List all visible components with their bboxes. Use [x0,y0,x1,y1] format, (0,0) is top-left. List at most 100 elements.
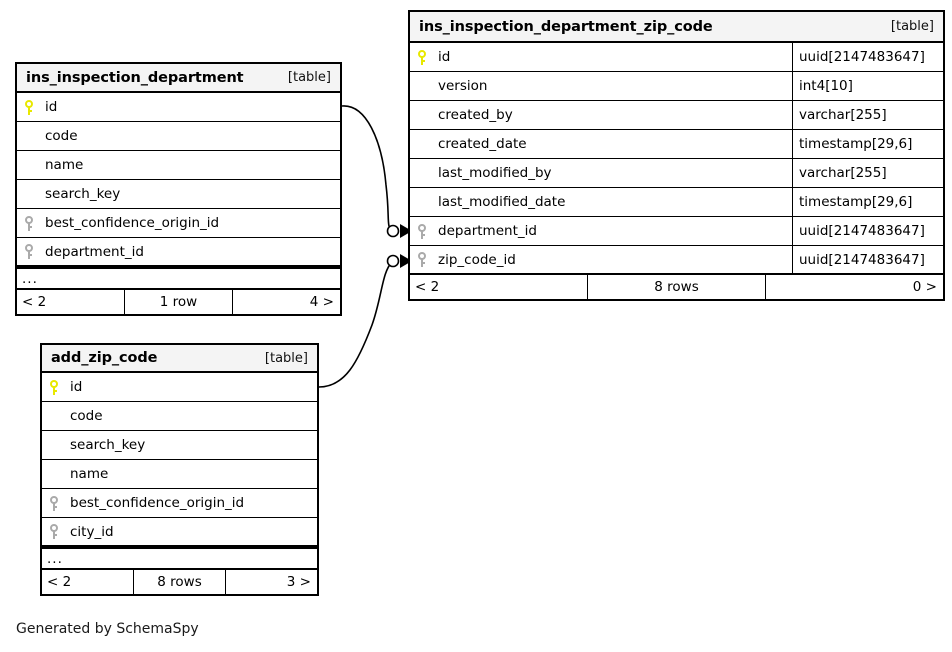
column-name: best_confidence_origin_id [45,215,220,231]
column-name: id [70,379,83,395]
column-name: name [70,466,109,482]
table-name: add_zip_code [51,350,158,366]
relationship-optional-marker [386,224,400,238]
primary-key-icon [25,99,34,115]
column-row[interactable]: department_id [17,238,340,267]
foreign-key-icon [418,252,427,267]
table-type-tag: [table] [287,70,331,85]
table-header: ins_inspection_department_zip_code[table… [410,12,943,43]
column-name-cell: best_confidence_origin_id [42,489,317,517]
column-name: department_id [438,223,537,239]
column-row[interactable]: search_key [42,431,317,460]
column-row[interactable]: search_key [17,180,340,209]
column-row[interactable]: id [42,373,317,402]
row-count-text: 8 rows [654,279,699,295]
generated-by-label: Generated by SchemaSpy [16,621,199,637]
column-name: version [438,78,488,94]
primary-key-icon [50,379,59,395]
column-name-cell: last_modified_by [410,159,792,187]
column-row[interactable]: best_confidence_origin_id [17,209,340,238]
column-row[interactable]: name [17,151,340,180]
table-name: ins_inspection_department [26,69,244,86]
column-name-cell: code [42,402,317,430]
prev-page-button[interactable]: < 2 [17,290,124,314]
column-row[interactable]: city_id [42,518,317,547]
prev-page-label: < 2 [22,294,47,310]
next-page-label: 3 > [286,574,311,590]
key-slot [25,215,45,231]
column-name: name [45,157,84,173]
next-page-label: 0 > [912,279,937,295]
row-count-text: 8 rows [157,574,202,590]
foreign-key-icon [25,215,34,231]
column-name: code [70,408,103,424]
column-type: int4[10] [799,78,853,94]
table-name: ins_inspection_department_zip_code [419,18,713,35]
next-page-button[interactable]: 3 > [226,570,317,594]
column-type-cell: varchar[255] [792,159,943,187]
foreign-key-icon [418,223,427,239]
relationship-optional-marker [386,254,400,268]
key-slot [418,252,438,267]
column-name: id [438,49,451,65]
key-slot [50,495,70,511]
key-slot [50,524,70,539]
ellipsis-label: ... [22,270,38,287]
key-slot [418,223,438,239]
column-row[interactable]: version int4[10] [410,72,943,101]
column-type: uuid[2147483647] [799,223,925,239]
column-type: timestamp[29,6] [799,194,913,210]
column-type-cell: int4[10] [792,72,943,100]
column-row[interactable]: code [17,122,340,151]
column-name-cell: search_key [42,431,317,459]
ellipsis-label: ... [47,550,63,567]
prev-page-label: < 2 [47,574,72,590]
column-name-cell: code [17,122,340,150]
column-name-cell: created_date [410,130,792,158]
prev-page-label: < 2 [415,279,440,295]
more-columns-indicator[interactable]: ... [42,547,317,570]
relationship-line [341,105,393,232]
more-columns-indicator[interactable]: ... [17,267,340,290]
column-name-cell: name [42,460,317,488]
column-row[interactable]: id [17,93,340,122]
column-type-cell: timestamp[29,6] [792,188,943,216]
next-page-button[interactable]: 4 > [233,290,340,314]
column-name: search_key [45,186,121,202]
column-row[interactable]: department_id uuid[2147483647] [410,217,943,246]
column-row[interactable]: zip_code_id uuid[2147483647] [410,246,943,275]
table-box[interactable]: ins_inspection_department_zip_code[table… [408,10,945,301]
key-slot [25,244,45,259]
next-page-button[interactable]: 0 > [766,275,943,299]
column-type-cell: uuid[2147483647] [792,43,943,71]
column-name-cell: zip_code_id [410,246,792,273]
column-name: last_modified_by [438,165,552,181]
table-footer: < 2 1 row 4 > [17,290,340,314]
table-header: ins_inspection_department [table] [17,64,340,93]
foreign-key-icon [50,495,59,511]
row-count-text: 1 row [159,294,198,310]
row-count-label: 8 rows [587,275,766,299]
column-type: varchar[255] [799,107,887,123]
key-slot [418,49,438,65]
column-name: zip_code_id [438,251,516,268]
foreign-key-icon [25,244,34,259]
column-type-cell: timestamp[29,6] [792,130,943,158]
column-row[interactable]: name [42,460,317,489]
column-row[interactable]: best_confidence_origin_id [42,489,317,518]
column-name-cell: id [17,93,340,121]
column-row[interactable]: last_modified_by varchar[255] [410,159,943,188]
column-type: uuid[2147483647] [799,251,925,268]
column-type-cell: varchar[255] [792,101,943,129]
column-row[interactable]: code [42,402,317,431]
column-row[interactable]: id uuid[2147483647] [410,43,943,72]
prev-page-button[interactable]: < 2 [410,275,587,299]
column-name-cell: version [410,72,792,100]
prev-page-button[interactable]: < 2 [42,570,133,594]
